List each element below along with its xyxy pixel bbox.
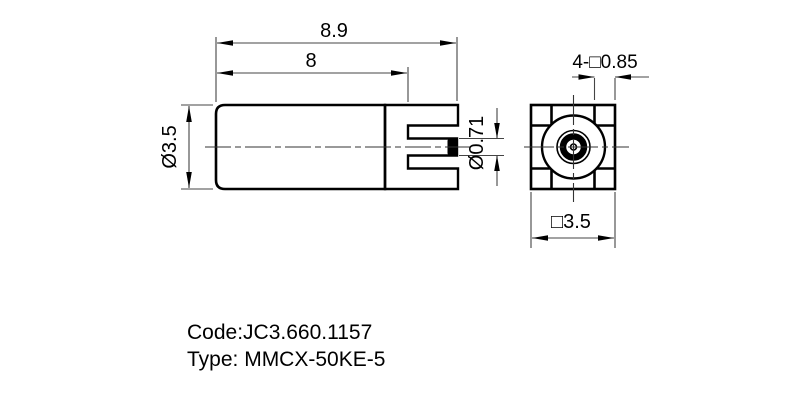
dim-pin-diameter: Ø0.71 bbox=[459, 108, 504, 186]
dim-overall-length-label: 8.9 bbox=[320, 20, 348, 42]
arrowhead-left bbox=[217, 40, 233, 46]
arrowhead-right bbox=[440, 40, 456, 46]
arrowhead-up bbox=[186, 106, 192, 122]
arrowhead-right bbox=[598, 235, 614, 241]
side-view-fork-outline bbox=[383, 103, 460, 191]
arrowhead-right bbox=[578, 74, 595, 80]
side-view-body-outline bbox=[214, 103, 387, 191]
arrowhead-right bbox=[391, 70, 407, 76]
arrowhead-left bbox=[217, 70, 233, 76]
arrowhead-down bbox=[494, 123, 500, 139]
arrowhead-left bbox=[532, 235, 548, 241]
dim-body-diameter-label: Ø3.5 bbox=[159, 125, 181, 168]
dim-length-to-slot-label: 8 bbox=[305, 50, 316, 72]
dim-flange-square: □3.5 bbox=[530, 192, 616, 248]
dim-overall-length: 8.9 bbox=[215, 20, 458, 102]
dim-flange-square-label: □3.5 bbox=[551, 211, 591, 233]
arrowhead-up bbox=[494, 155, 500, 171]
end-view bbox=[524, 95, 629, 202]
code-text: Code:JC3.660.1157 bbox=[187, 321, 372, 344]
dim-leg-square: 4-□0.85 bbox=[572, 52, 649, 100]
dim-body-diameter: Ø3.5 bbox=[159, 104, 213, 190]
arrowhead-down bbox=[186, 172, 192, 188]
arrowhead-left bbox=[615, 74, 631, 80]
dim-length-to-slot: 8 bbox=[217, 50, 409, 102]
dim-pin-diameter-label: Ø0.71 bbox=[466, 116, 488, 170]
type-text: Type: MMCX-50KE-5 bbox=[187, 348, 385, 371]
side-view bbox=[205, 103, 473, 191]
notes-block: Code:JC3.660.1157 Type: MMCX-50KE-5 bbox=[187, 321, 385, 371]
dim-leg-square-label: 4-□0.85 bbox=[572, 52, 637, 73]
